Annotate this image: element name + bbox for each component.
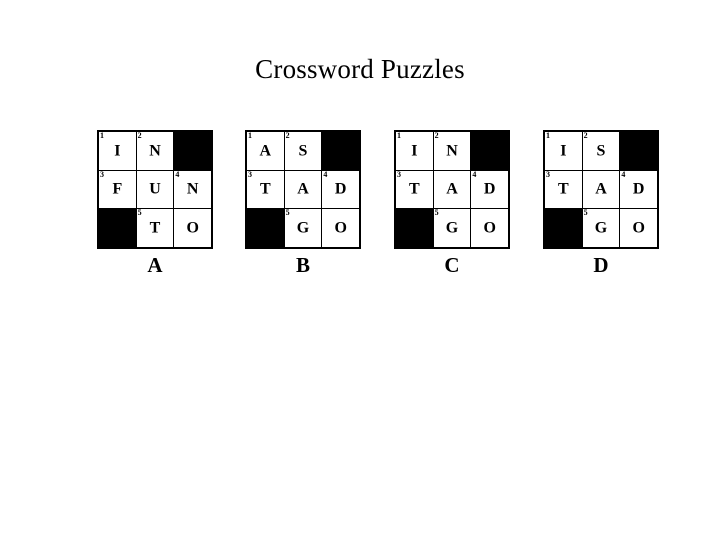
cell-clue-number: 2 (137, 132, 142, 140)
cell-letter: I (114, 142, 121, 160)
crossword-letter-cell[interactable]: O (471, 209, 508, 247)
cell-clue-number: 5 (137, 209, 142, 218)
cell-clue-number: 4 (621, 170, 626, 179)
crossword-block-cell[interactable] (99, 209, 136, 247)
cell-clue-number: 5 (434, 209, 439, 218)
cell-letter: T (557, 181, 569, 199)
cell-clue-number: 3 (248, 170, 252, 179)
cell-letter: S (298, 142, 308, 160)
cell-letter: T (149, 219, 161, 237)
crossword-block-cell[interactable] (471, 132, 508, 170)
cell-letter: I (560, 142, 567, 160)
cell-letter: U (149, 181, 161, 199)
cell-letter: G (445, 219, 459, 237)
cell-letter: O (186, 219, 199, 237)
cell-letter: N (446, 142, 458, 160)
cell-letter: N (149, 142, 161, 160)
cell-letter: A (259, 142, 272, 160)
cell-letter: I (411, 142, 418, 160)
cell-clue-number: 1 (248, 132, 252, 140)
cell-clue-number: 4 (472, 170, 477, 179)
cell-clue-number: 2 (285, 132, 290, 140)
crossword-letter-cell[interactable]: A (284, 170, 322, 209)
cell-letter: D (483, 181, 496, 199)
crossword-letter-cell[interactable]: O (322, 209, 359, 247)
cell-clue-number: 3 (397, 170, 401, 179)
cell-letter: A (297, 181, 309, 199)
cell-letter: S (596, 142, 606, 160)
crossword-letter-cell[interactable]: U (136, 170, 174, 209)
cell-letter: N (186, 181, 199, 199)
cell-clue-number: 5 (583, 209, 588, 218)
cell-letter: G (296, 219, 310, 237)
cell-clue-number: 1 (546, 132, 550, 140)
puzzle-label-c: C (444, 253, 460, 277)
puzzle-label-d: D (593, 253, 609, 277)
crossword-block-cell[interactable] (396, 209, 433, 247)
page-title: Crossword Puzzles (255, 54, 465, 84)
crossword-letter-cell[interactable]: O (620, 209, 657, 247)
cell-clue-number: 3 (546, 170, 550, 179)
crossword-block-cell[interactable] (322, 132, 359, 170)
puzzle-label-a: A (147, 253, 163, 277)
cell-letter: O (483, 219, 496, 237)
cell-clue-number: 3 (100, 170, 104, 179)
crossword-letter-cell[interactable]: A (582, 170, 620, 209)
crossword-block-cell[interactable] (545, 209, 582, 247)
cell-clue-number: 4 (175, 170, 180, 179)
cell-letter: O (334, 219, 347, 237)
cell-letter: T (408, 181, 420, 199)
cell-clue-number: 5 (285, 209, 290, 218)
cell-letter: D (632, 181, 645, 199)
crossword-block-cell[interactable] (620, 132, 657, 170)
cell-letter: O (632, 219, 645, 237)
crossword-block-cell[interactable] (247, 209, 284, 247)
crossword-block-cell[interactable] (174, 132, 211, 170)
cell-letter: T (259, 181, 271, 199)
puzzle-label-b: B (295, 253, 310, 277)
cell-clue-number: 2 (434, 132, 439, 140)
cell-clue-number: 1 (100, 132, 104, 140)
cell-letter: A (595, 181, 607, 199)
cell-letter: F (112, 181, 123, 199)
cell-letter: D (334, 181, 347, 199)
crossword-letter-cell[interactable]: O (174, 209, 211, 247)
crossword-letter-cell[interactable]: A (433, 170, 471, 209)
cell-clue-number: 1 (397, 132, 401, 140)
cell-clue-number: 4 (323, 170, 328, 179)
cell-letter: G (594, 219, 608, 237)
cell-clue-number: 2 (583, 132, 588, 140)
cell-letter: A (446, 181, 458, 199)
